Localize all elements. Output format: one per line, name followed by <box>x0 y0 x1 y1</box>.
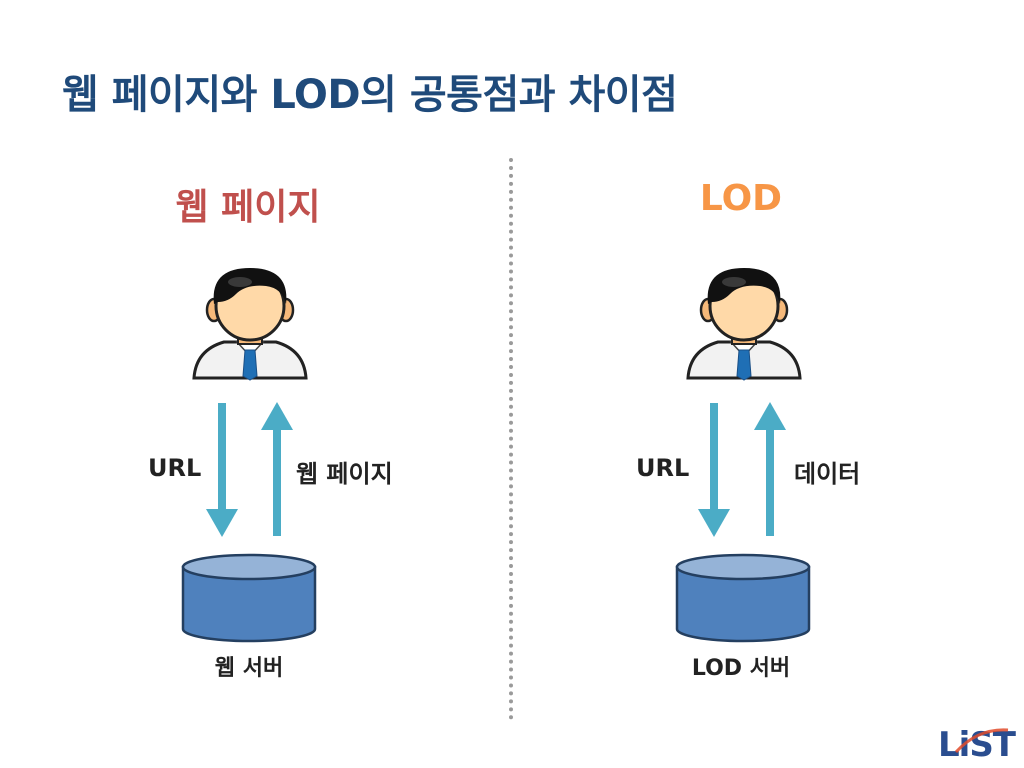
request-url-label: URL <box>636 454 690 482</box>
user-icon <box>684 262 804 382</box>
response-web-page-label: 웹 페이지 <box>296 460 393 488</box>
user-icon <box>190 262 310 382</box>
arrow-up-icon <box>257 400 297 536</box>
request-url-label: URL <box>148 454 202 482</box>
database-icon <box>181 553 317 643</box>
lod-server-label: LOD 서버 <box>691 656 791 681</box>
lod-panel: LOD URL 데이터 LOD 서버 <box>512 0 1024 768</box>
arrow-down-icon <box>202 403 242 539</box>
web-server-label: 웹 서버 <box>214 656 284 681</box>
response-data-label: 데이터 <box>794 460 861 488</box>
arrow-down-icon <box>694 403 734 539</box>
web-page-panel: 웹 페이지 URL 웹 페이지 웹 서버 <box>148 187 393 681</box>
database-icon <box>675 553 811 643</box>
lod-heading: LOD <box>699 178 783 219</box>
web-page-heading: 웹 페이지 <box>175 187 321 228</box>
center-divider <box>509 158 513 720</box>
arrow-up-icon <box>750 400 790 536</box>
list-logo: LiST <box>938 725 1018 762</box>
slide-title: 웹 페이지와 LOD의 공통점과 차이점 <box>62 72 678 118</box>
